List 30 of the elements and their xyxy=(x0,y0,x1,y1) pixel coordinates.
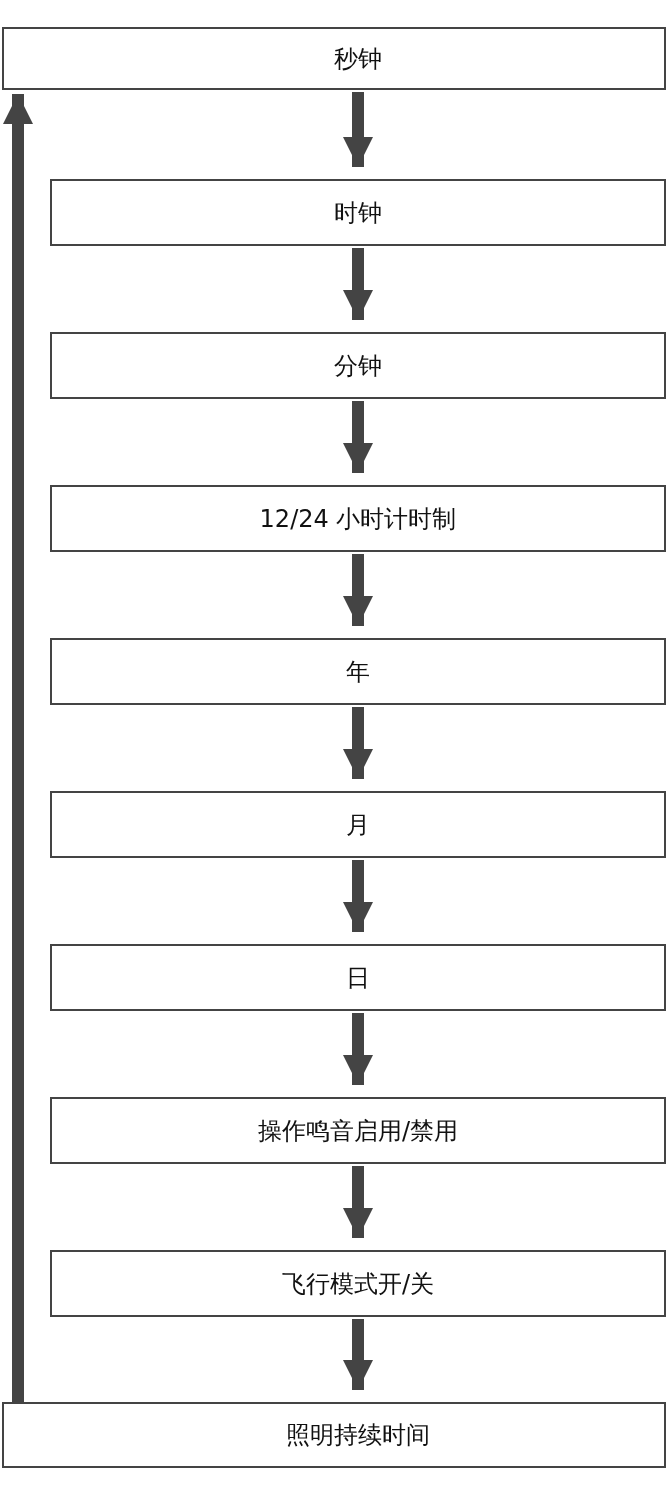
arrow xyxy=(343,92,373,167)
box-label: 日 xyxy=(346,962,370,994)
box-label: 秒钟 xyxy=(334,43,382,75)
process-box xyxy=(2,27,666,90)
box-label: 飞行模式开/关 xyxy=(281,1268,435,1300)
process-box xyxy=(50,332,666,399)
process-box xyxy=(50,944,666,1011)
box-label: 分钟 xyxy=(334,350,382,382)
arrow xyxy=(343,860,373,932)
process-box xyxy=(50,1097,666,1164)
process-box xyxy=(50,1250,666,1317)
process-box xyxy=(50,791,666,858)
arrow xyxy=(343,1166,373,1238)
box-label: 照明持续时间 xyxy=(286,1420,430,1451)
process-box xyxy=(50,638,666,705)
box-label: 12/24 小时计时制 xyxy=(259,503,457,535)
box-label: 时钟 xyxy=(334,197,382,229)
arrow xyxy=(343,248,373,320)
box-label: 年 xyxy=(346,656,370,688)
box-label: 操作鸣音启用/禁用 xyxy=(257,1115,459,1147)
arrow xyxy=(343,1319,373,1390)
process-box xyxy=(50,485,666,552)
process-box xyxy=(2,1402,666,1468)
box-label: 月 xyxy=(346,809,370,841)
arrow xyxy=(343,554,373,626)
arrow xyxy=(343,1013,373,1085)
arrow xyxy=(343,707,373,779)
process-box xyxy=(50,179,666,246)
arrow xyxy=(3,94,33,1402)
arrow xyxy=(343,401,373,473)
